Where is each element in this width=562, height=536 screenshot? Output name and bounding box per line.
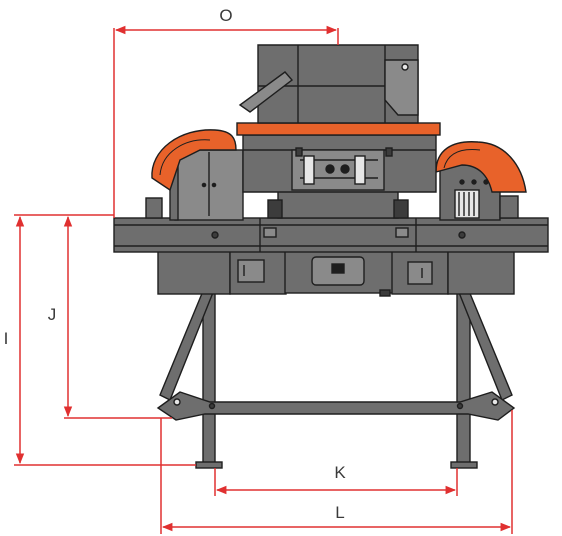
crusher-body bbox=[236, 44, 441, 219]
dimension-label-k: K bbox=[334, 463, 346, 482]
dimension-labels: O I J K L bbox=[4, 6, 347, 522]
dimension-label-o: O bbox=[219, 6, 232, 25]
right-motor-assembly bbox=[435, 141, 527, 221]
dimension-label-l: L bbox=[335, 503, 344, 522]
left-motor-cover bbox=[151, 129, 237, 192]
dimension-label-j: J bbox=[48, 305, 57, 324]
main-frame-beam bbox=[113, 217, 549, 253]
dimension-label-i: I bbox=[4, 329, 9, 348]
under-frame bbox=[157, 244, 515, 297]
lower-crossbar bbox=[156, 391, 516, 421]
crusher-machine bbox=[113, 44, 549, 469]
dimension-lines bbox=[14, 25, 513, 534]
